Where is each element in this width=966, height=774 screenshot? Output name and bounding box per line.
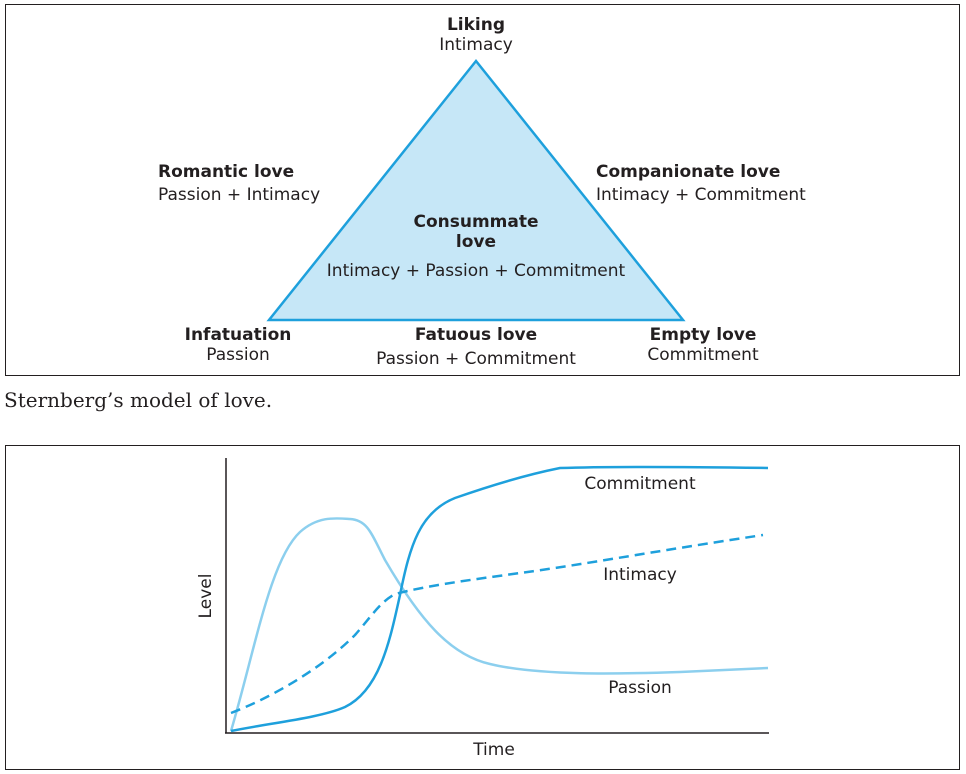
- figure-caption: Sternberg’s model of love.: [4, 388, 273, 412]
- romantic-love-label: Romantic love Passion + Intimacy: [158, 162, 320, 205]
- apex-label: Liking Intimacy: [439, 15, 513, 55]
- love-over-time-panel: [5, 445, 960, 770]
- passion-curve-label: Passion: [608, 678, 672, 698]
- intimacy-curve-label: Intimacy: [603, 565, 677, 585]
- consummate-love-label: Consummate love Intimacy + Passion + Com…: [327, 212, 625, 281]
- fatuous-love-sub: Passion + Commitment: [376, 349, 576, 369]
- consummate-love-title-1: Consummate: [413, 212, 539, 232]
- fatuous-love-title: Fatuous love: [414, 325, 538, 345]
- commitment-curve-label: Commitment: [584, 474, 696, 494]
- infatuation-sub: Passion: [206, 345, 270, 365]
- consummate-love-title-2: love: [455, 232, 497, 252]
- companionate-love-title: Companionate love: [596, 162, 781, 182]
- love-triangle: [266, 58, 686, 322]
- commitment-curve: [230, 465, 769, 733]
- empty-love-title: Empty love: [649, 325, 757, 345]
- fatuous-love-label: Fatuous love Passion + Commitment: [376, 325, 576, 369]
- romantic-love-sub: Passion + Intimacy: [158, 185, 321, 205]
- x-axis-label: Time: [473, 740, 515, 760]
- empty-love-label: Empty love Commitment: [647, 325, 758, 365]
- passion-curve: [229, 517, 769, 732]
- companionate-love-sub: Intimacy + Commitment: [596, 185, 806, 205]
- companionate-love-label: Companionate love Intimacy + Commitment: [596, 162, 806, 205]
- apex-sub: Intimacy: [439, 35, 513, 55]
- infatuation-label: Infatuation Passion: [185, 325, 292, 365]
- intimacy-curve: [230, 533, 764, 715]
- consummate-love-sub: Intimacy + Passion + Commitment: [326, 261, 626, 281]
- infatuation-title: Infatuation: [184, 325, 292, 345]
- empty-love-sub: Commitment: [647, 345, 759, 365]
- romantic-love-title: Romantic love: [158, 162, 295, 182]
- apex-title: Liking: [446, 15, 506, 35]
